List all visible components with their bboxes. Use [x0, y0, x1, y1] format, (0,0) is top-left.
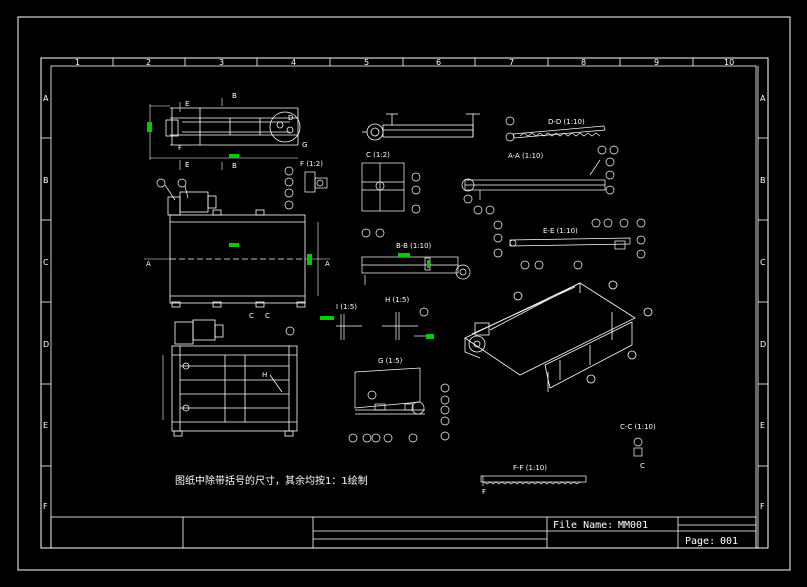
- frame-zone-band: [50, 65, 757, 549]
- view-label-ee: E-E (1:10): [543, 227, 578, 235]
- detail-mark-g-top: G: [302, 141, 307, 149]
- dim-mark-bb: [398, 253, 410, 257]
- row-label-e-left: E: [43, 421, 48, 430]
- col-label-2: 2: [146, 58, 151, 67]
- section-mark-c-view: C: [640, 462, 645, 470]
- view-label-dd: D-D (1:10): [548, 118, 585, 126]
- row-labels-right: A B C D E F: [760, 94, 766, 511]
- row-labels-left: A B C D E F: [43, 94, 49, 511]
- view-label-cc: C-C (1:10): [620, 423, 656, 431]
- col-label-1: 1: [75, 58, 80, 67]
- row-label-f-left: F: [43, 502, 48, 511]
- detail-i: [336, 314, 362, 340]
- section-mark-b-bottom: B: [232, 162, 237, 170]
- isometric-view: [464, 280, 653, 392]
- dim-mark-left-1: [147, 122, 152, 132]
- row-label-c-left: C: [43, 258, 49, 267]
- balloons-view-2: [156, 166, 294, 210]
- dim-mark-bottom-1: [229, 154, 239, 158]
- row-label-c-right: C: [760, 258, 766, 267]
- detail-f: [304, 171, 328, 193]
- row-label-d-left: D: [43, 340, 49, 349]
- view-label-ff: F-F (1:10): [513, 464, 547, 472]
- col-label-7: 7: [509, 58, 514, 67]
- detail-h: [382, 307, 429, 340]
- page-label: Page:: [685, 536, 715, 547]
- dim-mark-bb-2: [427, 260, 430, 268]
- column-grid: [112, 58, 694, 66]
- view-aa: [461, 145, 619, 215]
- view-label-h-detail: H (1:5): [385, 296, 409, 304]
- col-label-3: 3: [219, 58, 224, 67]
- view-label-bb: B-B (1:10): [396, 242, 432, 250]
- file-name-label: File Name:: [553, 520, 613, 531]
- dim-mark-h: [426, 334, 434, 339]
- detail-mark-d-top: D: [288, 114, 293, 122]
- top-view-1: [149, 98, 301, 170]
- view-label-g-detail: G (1:5): [378, 357, 403, 365]
- dim-mark-plan-width: [229, 243, 239, 247]
- page-value: 001: [720, 536, 738, 547]
- col-label-5: 5: [364, 58, 369, 67]
- row-label-a-right: A: [760, 94, 766, 103]
- detail-mark-f-top: F: [178, 144, 182, 152]
- section-mark-h-frame: H: [262, 371, 267, 379]
- view-dd: [505, 116, 606, 142]
- balloon-frame: [285, 326, 295, 336]
- file-name-value: MM001: [618, 520, 648, 531]
- column-labels: 1 2 3 4 5 6 7 8 9 10: [75, 58, 734, 67]
- view-cc: [633, 437, 643, 457]
- plan-view: [144, 191, 330, 308]
- dim-mark-plan-height: [307, 254, 312, 265]
- outer-border: [17, 16, 791, 571]
- detail-c: [361, 162, 421, 238]
- col-label-9: 9: [654, 58, 659, 67]
- section-mark-c-left: C: [249, 312, 254, 320]
- view-label-aa: A-A (1:10): [508, 152, 543, 160]
- row-label-d-right: D: [760, 340, 766, 349]
- dim-mark-i: [320, 316, 334, 320]
- row-label-e-right: E: [760, 421, 765, 430]
- row-label-b-right: B: [760, 176, 766, 185]
- section-mark-e-top: E: [185, 100, 189, 108]
- row-label-a-left: A: [43, 94, 49, 103]
- section-mark-b-top: B: [232, 92, 237, 100]
- view-ff: [480, 475, 587, 486]
- view-ee: [493, 218, 646, 270]
- row-label-b-left: B: [43, 176, 49, 185]
- side-view-top: [362, 113, 480, 141]
- view-label-c-detail: C (1:2): [366, 151, 390, 159]
- view-label-i-detail: I (1:5): [336, 303, 357, 311]
- view-bb: [361, 256, 471, 285]
- col-label-6: 6: [436, 58, 441, 67]
- section-mark-f-view: F: [482, 488, 486, 496]
- section-mark-c-right: C: [265, 312, 270, 320]
- col-label-10: 10: [724, 58, 734, 67]
- section-mark-a-left: A: [146, 260, 151, 268]
- section-mark-e-bottom: E: [185, 161, 189, 169]
- row-grid: [41, 66, 768, 548]
- detail-g: [348, 367, 450, 443]
- col-label-8: 8: [581, 58, 586, 67]
- drawing-note: 图纸中除带括号的尺寸，其余均按1：1绘制: [175, 474, 368, 487]
- frame-view: [162, 319, 298, 437]
- row-label-f-right: F: [760, 502, 765, 511]
- section-mark-a-right: A: [325, 260, 330, 268]
- col-label-4: 4: [291, 58, 296, 67]
- title-block-lines: [50, 516, 757, 549]
- view-label-f-detail: F (1:2): [300, 160, 323, 168]
